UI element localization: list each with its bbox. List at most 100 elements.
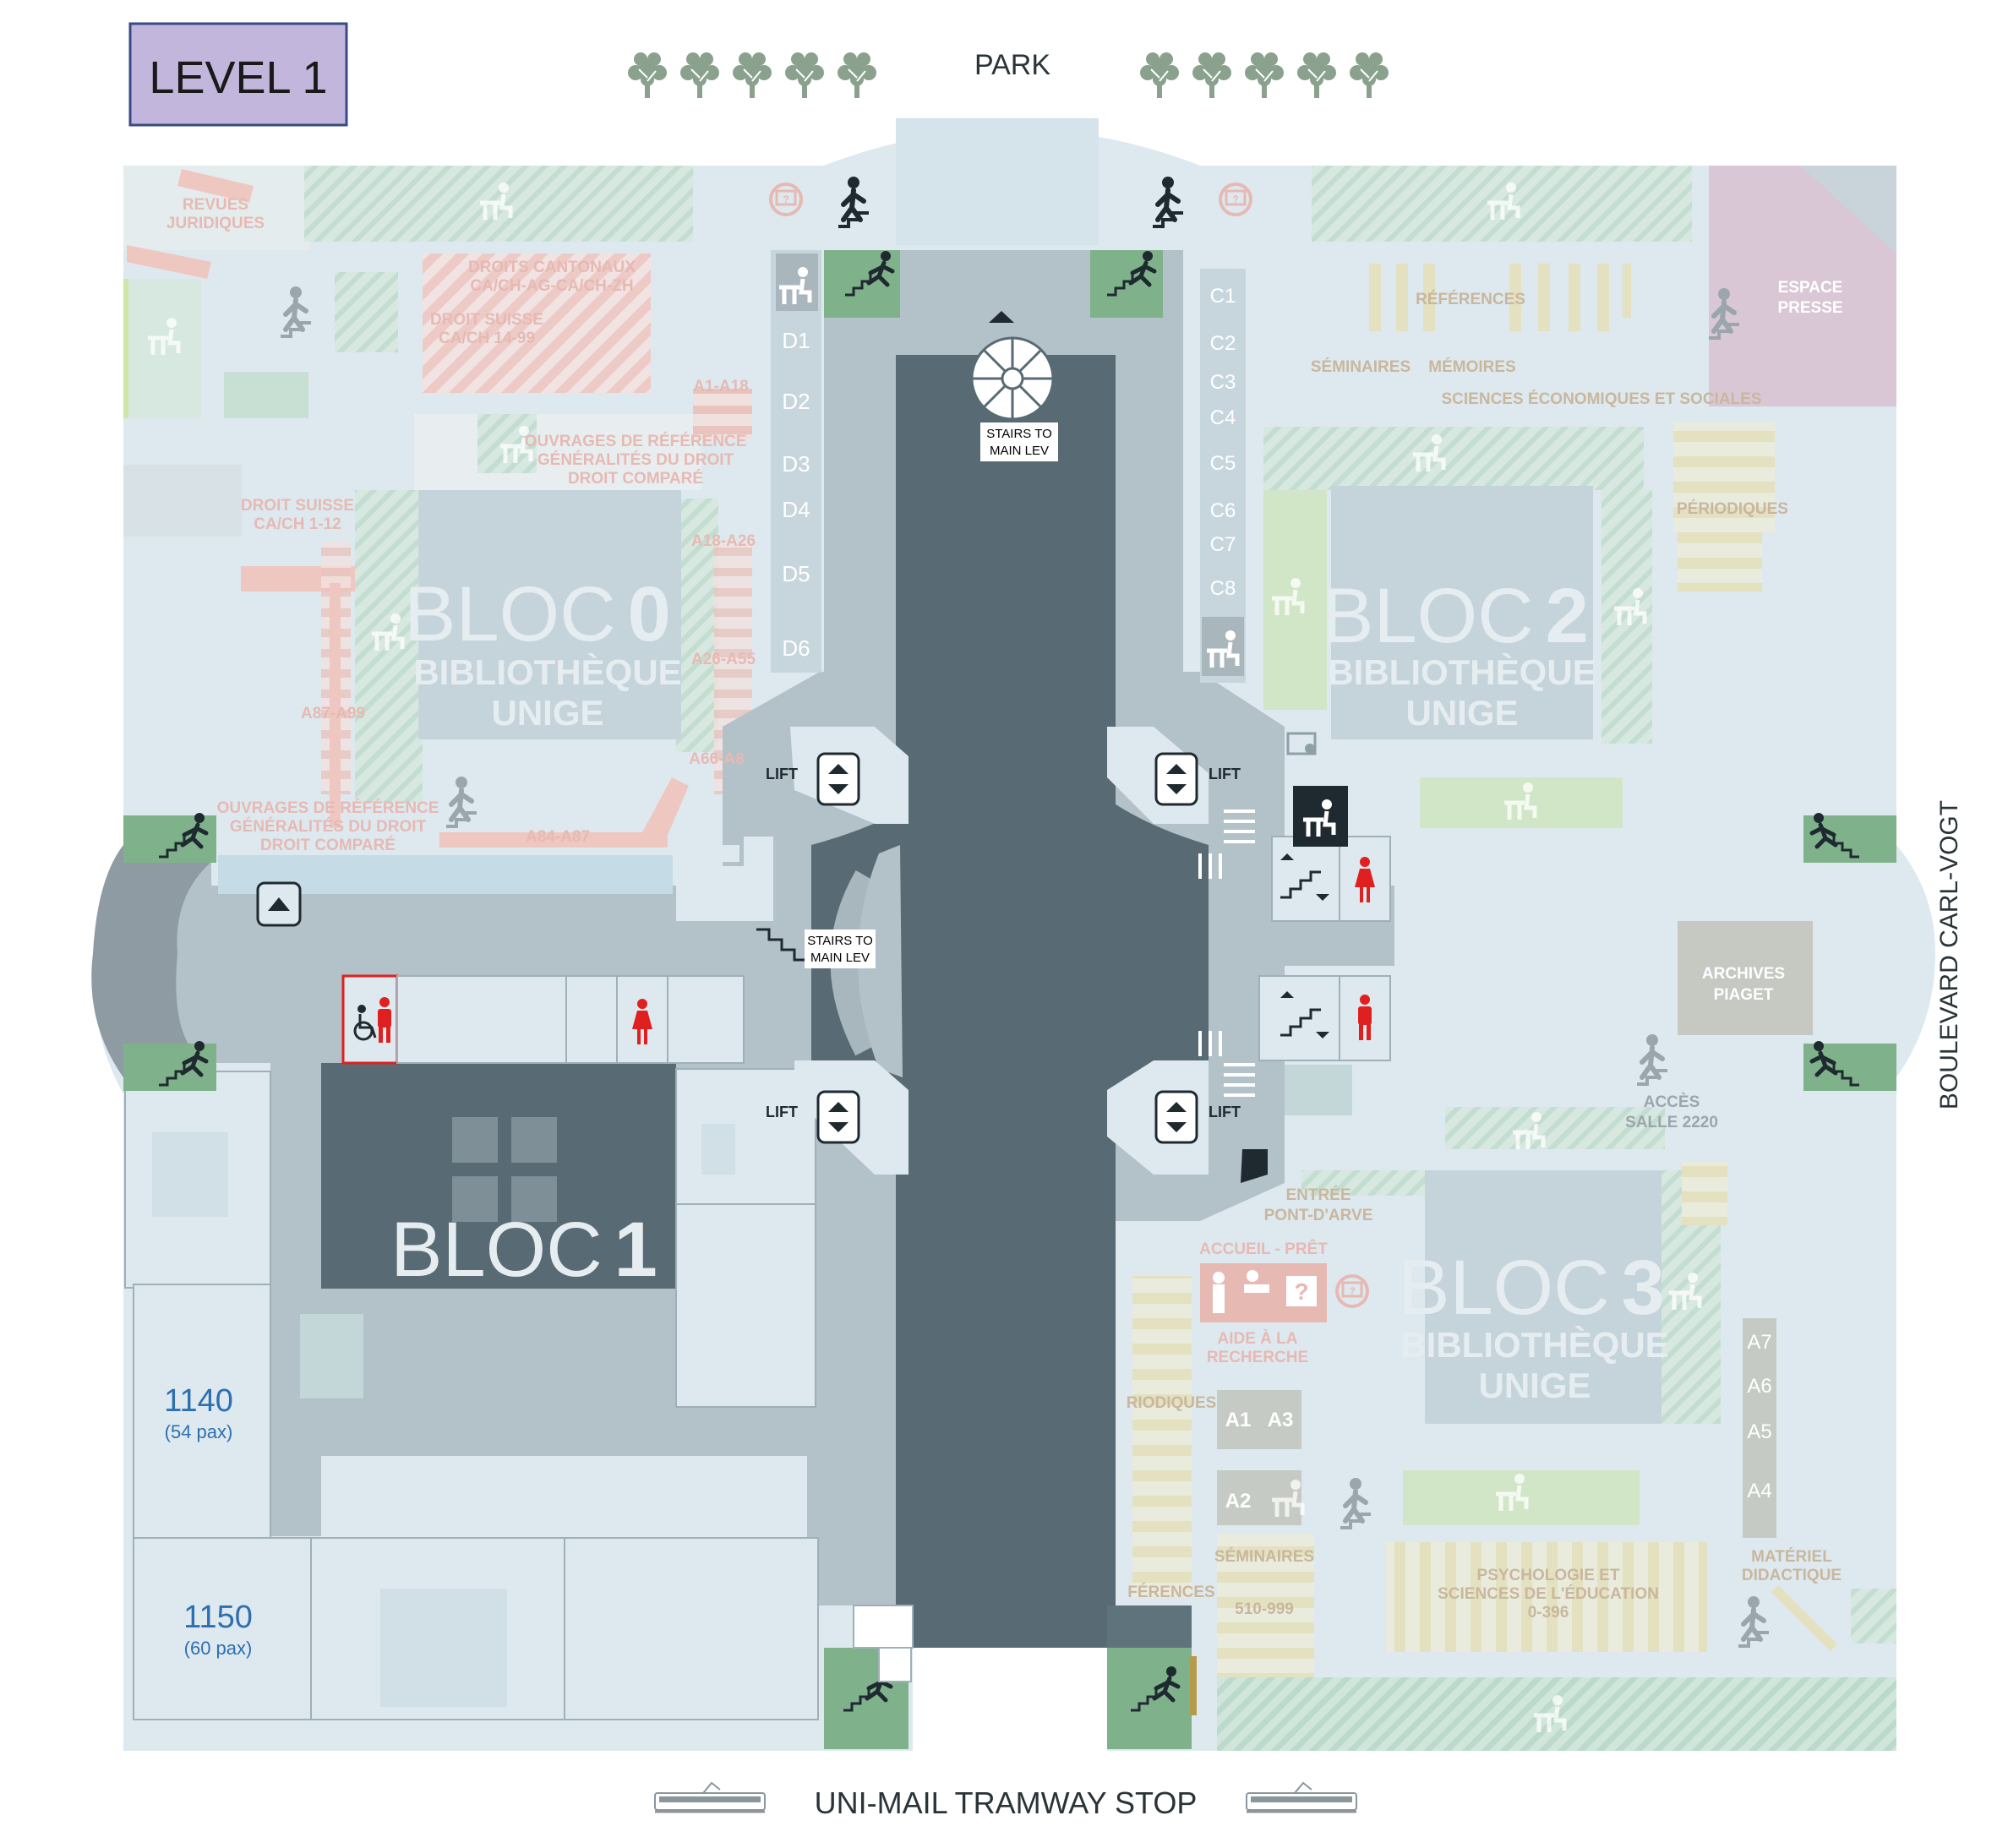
dark-desk-box xyxy=(1293,786,1348,847)
left-section-labels: REVUES JURIDIQUES DROITS CANTONAUX CA/CH… xyxy=(166,196,756,854)
spiral-stairs-icon xyxy=(970,311,1055,421)
emergency-exits xyxy=(123,250,1896,1749)
label-droit-suisse14-1: DROIT SUISSE xyxy=(430,311,543,329)
label-droits-cant-1: DROITS CANTONAUX xyxy=(468,259,636,276)
computer-icon xyxy=(1286,732,1317,755)
label-droit-suisse14-2: CA/CH 14-99 xyxy=(439,330,535,347)
room-1150[interactable]: 1150 (60 pax) xyxy=(183,1600,253,1659)
stairs-top-line1: STAIRS TO xyxy=(986,427,1052,441)
label-a3: A3 xyxy=(1268,1409,1294,1431)
label-espace-presse-2: PRESSE xyxy=(1777,299,1842,317)
label-a18-a26: A18-A26 xyxy=(691,532,756,550)
stairs-up-down-icon xyxy=(1280,853,1329,901)
shelf-column-c xyxy=(1200,269,1246,683)
shelf-d2: D2 xyxy=(782,389,810,414)
room-1150-capacity: (60 pax) xyxy=(184,1638,253,1659)
shelf-c4: C4 xyxy=(1210,406,1236,429)
lift-label: LIFT xyxy=(1209,1104,1241,1120)
label-ouvrages-bottom-1: OUVRAGES DE RÉFÉRENCE xyxy=(217,799,439,817)
lift-bottom-right[interactable]: LIFT xyxy=(1107,1060,1241,1175)
label-espace-presse-1: ESPACE xyxy=(1778,279,1843,297)
level-label: LEVEL 1 xyxy=(149,52,327,103)
lift-top-right[interactable]: LIFT xyxy=(1107,727,1241,824)
bloc3-name: BLOC xyxy=(1398,1245,1610,1331)
lift-label: LIFT xyxy=(1209,766,1241,782)
stair-steps-1 xyxy=(1198,810,1255,1097)
bloc3-line2: UNIGE xyxy=(1478,1366,1591,1405)
bloc1-name: BLOC xyxy=(390,1207,603,1293)
right-section-labels: RÉFÉRENCES SÉMINAIRES MÉMOIRES SCIENCES … xyxy=(1127,279,1843,1622)
label-a87-a99: A87-A99 xyxy=(301,705,365,722)
left-restroom-block xyxy=(341,974,745,1065)
bloc1-number: 1 xyxy=(614,1207,658,1293)
label-periodiques: PÉRIODIQUES xyxy=(1677,499,1788,518)
label-entree-1: ENTRÉE xyxy=(1285,1186,1350,1204)
atrium xyxy=(811,355,1209,1648)
label-acces-2: SALLE 2220 xyxy=(1625,1114,1718,1131)
label-a1: A1 xyxy=(1225,1409,1252,1431)
accueil-desk[interactable]: ? xyxy=(1200,1263,1369,1322)
stairs-to-main-middle[interactable]: STAIRS TO MAIN LEV xyxy=(756,928,876,968)
entrance-marker xyxy=(1241,1149,1268,1183)
right-restroom-block xyxy=(1198,786,1391,1115)
room-1140-capacity: (54 pax) xyxy=(165,1421,233,1442)
label-archives-1: ARCHIVES xyxy=(1702,965,1785,983)
label-materiel-1: MATÉRIEL xyxy=(1751,1547,1832,1566)
room-1140[interactable]: 1140 (54 pax) xyxy=(164,1383,233,1442)
svg-text:?: ? xyxy=(1294,1278,1308,1305)
label-ouvrages-top-2: GÉNÉRALITÉS DU DROIT xyxy=(537,450,734,469)
park-trees-right xyxy=(1139,52,1389,99)
label-droits-cant-2: CA/CH-AG-CA/CH-ZH xyxy=(470,277,633,295)
stairs-mid-line2: MAIN LEV xyxy=(810,951,870,965)
label-a26-a55: A26-A55 xyxy=(691,651,756,668)
label-a66-a8: A66-A8 xyxy=(689,750,744,768)
shelf-c2: C2 xyxy=(1210,332,1236,355)
shelf-d6: D6 xyxy=(782,635,810,661)
stairs-to-main-top[interactable]: STAIRS TO MAIN LEV xyxy=(980,422,1058,461)
up-arrow-icon xyxy=(256,881,302,927)
label-psycho-3: 0-396 xyxy=(1528,1604,1569,1622)
accessible-icon xyxy=(353,1005,377,1041)
shelf-c6: C6 xyxy=(1210,499,1236,522)
label-entree-2: PONT-D'ARVE xyxy=(1264,1207,1373,1224)
label-memoires: MÉMOIRES xyxy=(1428,357,1515,376)
bloc2-name: BLOC xyxy=(1322,573,1534,659)
bloc0-name: BLOC xyxy=(404,571,616,657)
bloc0-line1: BIBLIOTHÈQUE xyxy=(413,652,681,692)
shelf-a5: A5 xyxy=(1747,1420,1771,1443)
label-references-2: FÉRENCES xyxy=(1127,1583,1214,1601)
bloc2-number: 2 xyxy=(1546,573,1589,659)
label-sciences-eco: SCIENCES ÉCONOMIQUES ET SOCIALES xyxy=(1442,390,1762,408)
lift-top-left[interactable]: LIFT xyxy=(766,727,909,824)
shelf-a6: A6 xyxy=(1747,1375,1771,1398)
label-droit-suisse1-2: CA/CH 1-12 xyxy=(254,515,341,533)
bloc3-line1: BIBLIOTHÈQUE xyxy=(1400,1325,1668,1365)
shelf-a7: A7 xyxy=(1747,1331,1771,1354)
stairs-top-line2: MAIN LEV xyxy=(990,444,1049,458)
label-references: RÉFÉRENCES xyxy=(1416,290,1525,308)
tram-stop-label: UNI-MAIL TRAMWAY STOP xyxy=(815,1785,1198,1820)
label-a2: A2 xyxy=(1225,1490,1252,1513)
label-droit-suisse1-1: DROIT SUISSE xyxy=(241,497,354,515)
label-510-999: 510-999 xyxy=(1235,1600,1294,1618)
label-accueil: ACCUEIL - PRÊT xyxy=(1199,1240,1328,1258)
label-seminaires: SÉMINAIRES xyxy=(1311,357,1411,376)
label-psycho-2: SCIENCES DE L'ÉDUCATION xyxy=(1438,1584,1659,1603)
label-psycho-1: PSYCHOLOGIE ET xyxy=(1477,1567,1620,1584)
shelf-c5: C5 xyxy=(1210,452,1236,475)
label-ouvrages-top-1: OUVRAGES DE RÉFÉRENCE xyxy=(525,432,747,450)
bloc2-line2: UNIGE xyxy=(1405,693,1518,733)
lift-label: LIFT xyxy=(766,1104,798,1120)
bloc3-number: 3 xyxy=(1622,1245,1665,1331)
bloc0-line2: UNIGE xyxy=(491,693,603,733)
label-a84-a87: A84-A87 xyxy=(526,828,590,846)
label-periodiques-2: RIODIQUES xyxy=(1127,1394,1217,1412)
lift-bottom-left[interactable]: LIFT xyxy=(766,1060,909,1175)
level-badge: LEVEL 1 xyxy=(128,22,348,127)
